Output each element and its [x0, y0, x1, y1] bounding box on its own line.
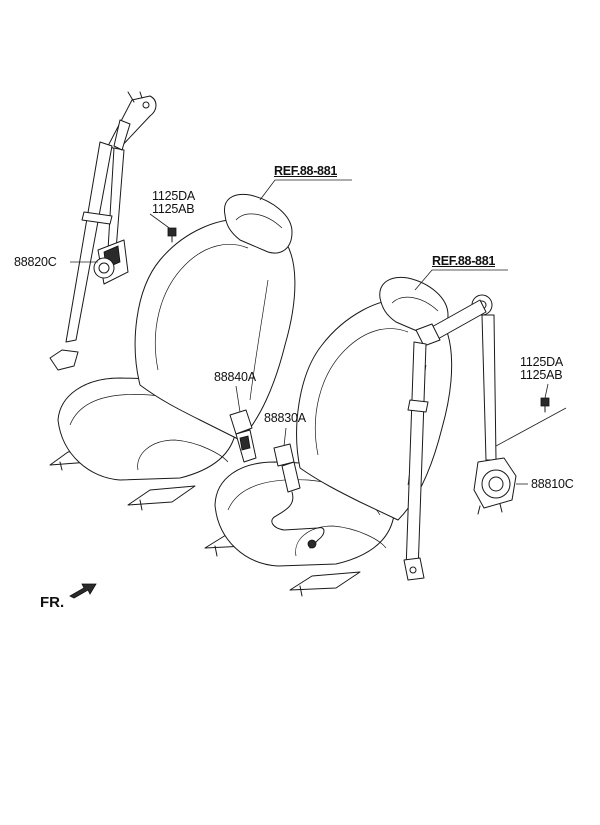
part-number-bolt-right-ab: 1125AB — [520, 368, 563, 382]
part-number-bolt-left-da: 1125DA — [152, 189, 196, 203]
front-indicator-label: FR. — [40, 594, 65, 611]
left-buckle-part — [229, 409, 257, 463]
part-number-bolt-left-ab: 1125AB — [152, 202, 195, 216]
right-seat-belt-assembly — [403, 294, 550, 581]
part-number-left-buckle: 88840A — [214, 370, 256, 384]
left-seat-belt-assembly — [49, 91, 177, 371]
part-number-left-retractor: 88820C — [14, 255, 57, 269]
ref-label-left-seat: REF.88-881 — [274, 164, 338, 178]
part-number-bolt-right-da: 1125DA — [520, 355, 564, 369]
part-number-right-retractor: 88810C — [531, 477, 574, 491]
left-seat — [49, 193, 296, 511]
front-direction-arrow-icon — [69, 583, 97, 599]
ref-label-right-seat: REF.88-881 — [432, 254, 496, 268]
right-buckle-part — [271, 443, 325, 549]
leader-lines — [70, 179, 567, 485]
part-number-right-buckle: 88830A — [264, 411, 306, 425]
